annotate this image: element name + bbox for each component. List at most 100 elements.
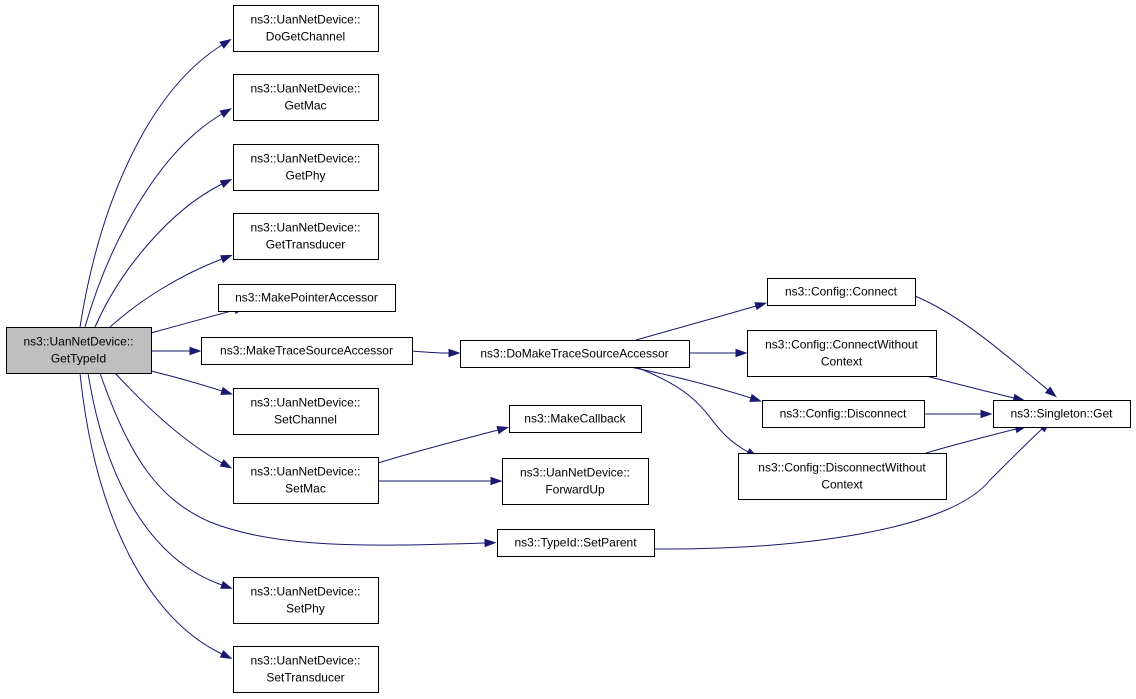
node-box (201, 337, 413, 365)
edge-gettypeid-to-getphy-arrowhead (219, 178, 233, 188)
node-forwardup[interactable]: ns3::UanNetDevice::ForwardUp (502, 458, 649, 505)
node-box (218, 284, 396, 312)
node-box (460, 340, 690, 368)
node-box (509, 405, 642, 433)
node-box (738, 453, 947, 500)
edge-gettypeid-to-setphy (87, 372, 223, 586)
node-singletonget[interactable]: ns3::Singleton::Get (993, 400, 1131, 428)
edge-gettypeid-to-makepointer (150, 309, 236, 334)
node-maketrace[interactable]: ns3::MakeTraceSourceAccessor (201, 337, 413, 365)
node-box (233, 577, 379, 624)
node-domaketrace[interactable]: ns3::DoMakeTraceSourceAccessor (460, 340, 690, 368)
edge-gettypeid-to-dogetchannel-arrowhead (219, 38, 232, 49)
edge-gettypeid-to-gettransducer-arrowhead (220, 254, 233, 264)
edge-connect-to-singletonget-arrowhead (1044, 386, 1057, 398)
node-label: SetTransducer (266, 671, 344, 685)
node-label: ForwardUp (545, 483, 605, 497)
node-label: ns3::Singleton::Get (1010, 407, 1113, 421)
node-dogetchannel[interactable]: ns3::UanNetDevice::DoGetChannel (233, 5, 379, 52)
edge-connectwoctx-to-singletonget (925, 375, 1015, 399)
node-setparent[interactable]: ns3::TypeId::SetParent (497, 529, 655, 557)
node-label: ns3::UanNetDevice:: (250, 82, 360, 96)
node-label: GetTransducer (266, 238, 346, 252)
node-label: ns3::MakePointerAccessor (235, 291, 378, 305)
node-label: ns3::TypeId::SetParent (514, 536, 637, 550)
edge-gettypeid-to-setmac (114, 372, 223, 464)
node-label: ns3::UanNetDevice:: (250, 585, 360, 599)
node-box (233, 213, 379, 260)
node-label: SetChannel (274, 413, 337, 427)
node-label: ns3::UanNetDevice:: (250, 152, 360, 166)
node-label: ns3::UanNetDevice:: (250, 465, 360, 479)
node-box (233, 457, 379, 504)
node-box (497, 529, 655, 557)
node-setphy[interactable]: ns3::UanNetDevice::SetPhy (233, 577, 379, 624)
edge-disconnectwoctx-to-singletonget (925, 428, 1017, 454)
node-label: ns3::UanNetDevice:: (250, 221, 360, 235)
node-box (233, 388, 379, 435)
node-box (762, 400, 925, 428)
edge-setparent-to-singletonget (653, 428, 1043, 550)
node-label: Context (821, 355, 863, 369)
node-gettypeid[interactable]: ns3::UanNetDevice::GetTypeId (6, 327, 152, 374)
node-setchannel[interactable]: ns3::UanNetDevice::SetChannel (233, 388, 379, 435)
edge-domaketrace-to-connect-arrowhead (754, 302, 768, 311)
node-gettransducer[interactable]: ns3::UanNetDevice::GetTransducer (233, 213, 379, 260)
edge-gettypeid-to-setchannel (150, 370, 223, 392)
edge-domaketrace-to-connect (635, 305, 757, 341)
node-label: ns3::UanNetDevice:: (250, 13, 360, 27)
node-connect[interactable]: ns3::Config::Connect (767, 278, 916, 306)
edge-gettypeid-to-getmac-arrowhead (219, 108, 232, 118)
edge-gettypeid-to-dogetchannel (79, 44, 223, 328)
edge-gettypeid-to-setphy-arrowhead (220, 580, 233, 589)
node-makecallback[interactable]: ns3::MakeCallback (509, 405, 642, 433)
node-label: GetTypeId (51, 352, 106, 366)
edge-gettypeid-to-setchannel-arrowhead (220, 386, 233, 395)
edge-gettypeid-to-getmac (84, 113, 223, 328)
node-label: GetMac (284, 99, 326, 113)
node-makepointer[interactable]: ns3::MakePointerAccessor (218, 284, 396, 312)
edge-gettypeid-to-settransducer (79, 372, 223, 655)
node-label: ns3::UanNetDevice:: (23, 335, 133, 349)
node-label: DoGetChannel (266, 30, 345, 44)
node-box (233, 5, 379, 52)
edge-gettypeid-to-setparent (99, 372, 486, 546)
node-label: ns3::DoMakeTraceSourceAccessor (480, 347, 668, 361)
node-label: ns3::UanNetDevice:: (250, 654, 360, 668)
node-label: Context (821, 478, 863, 492)
node-getmac[interactable]: ns3::UanNetDevice::GetMac (233, 74, 379, 121)
edge-domaketrace-to-disconnect-arrowhead (749, 393, 762, 402)
edge-gettypeid-to-getphy (94, 183, 223, 328)
node-box (502, 458, 649, 505)
node-label: ns3::Config::Connect (785, 285, 898, 299)
node-box (747, 330, 937, 377)
edge-maketrace-to-domaketrace-arrowhead (448, 348, 461, 358)
node-label: GetPhy (285, 169, 325, 183)
node-box (233, 144, 379, 191)
node-disconnect[interactable]: ns3::Config::Disconnect (762, 400, 925, 428)
edge-setmac-to-makecallback-arrowhead (496, 426, 510, 435)
edge-connect-to-singletonget (914, 295, 1049, 391)
node-label: SetPhy (286, 602, 325, 616)
edge-domaketrace-to-connectwoctx-arrowhead (735, 348, 748, 358)
node-settransducer[interactable]: ns3::UanNetDevice::SetTransducer (233, 646, 379, 693)
node-box (233, 646, 379, 693)
node-box (993, 400, 1131, 428)
edge-gettypeid-to-setparent-arrowhead (484, 538, 497, 548)
edge-domaketrace-to-disconnectwoctx (635, 366, 749, 453)
edge-setmac-to-forwardup-arrowhead (490, 476, 503, 486)
edge-gettypeid-to-maketrace-arrowhead (189, 346, 202, 356)
node-label: ns3::MakeCallback (524, 412, 626, 426)
node-getphy[interactable]: ns3::UanNetDevice::GetPhy (233, 144, 379, 191)
node-box (6, 327, 152, 374)
node-box (767, 278, 916, 306)
node-label: ns3::MakeTraceSourceAccessor (220, 344, 393, 358)
edge-setmac-to-makecallback (377, 429, 499, 464)
edge-maketrace-to-domaketrace (411, 350, 450, 354)
node-box (233, 74, 379, 121)
node-layer: ns3::UanNetDevice::GetTypeIdns3::UanNetD… (6, 5, 1131, 693)
node-setmac[interactable]: ns3::UanNetDevice::SetMac (233, 457, 379, 504)
